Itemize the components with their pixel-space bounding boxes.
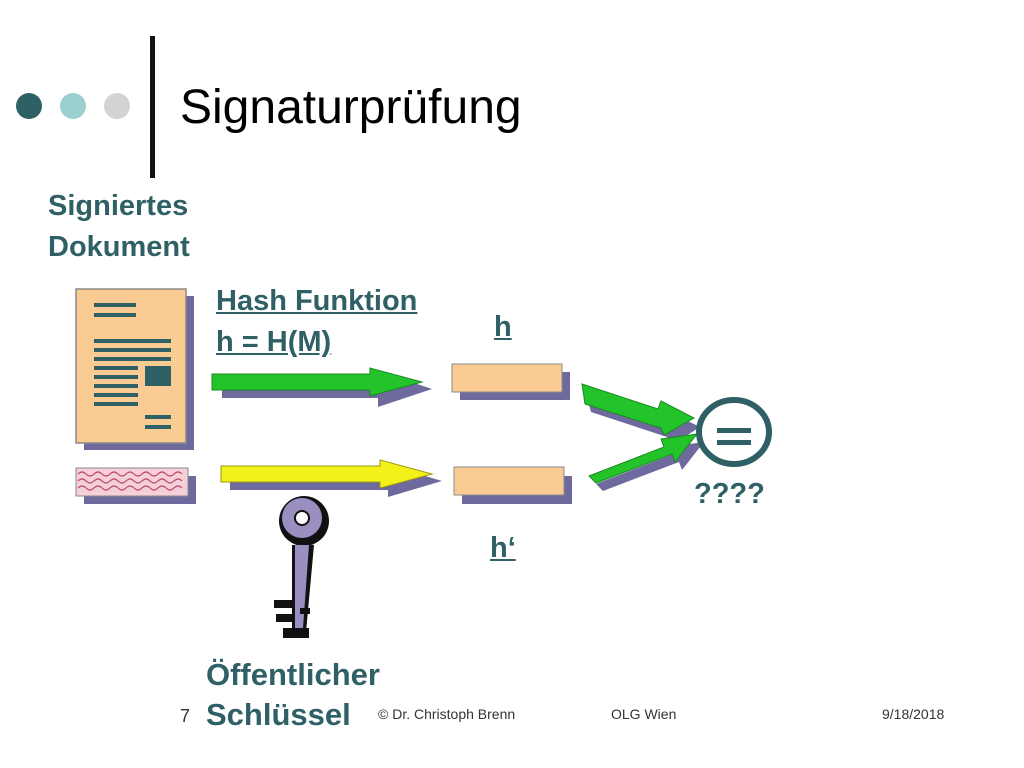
key-icon xyxy=(274,496,329,638)
page-number: 7 xyxy=(180,706,191,726)
signed-document-label: Signiertes Dokument xyxy=(48,186,190,268)
hash-function-label-line2: h = H(M) xyxy=(216,326,332,358)
public-key-label: Öffentlicher Schlüssel xyxy=(206,655,380,735)
signature-icon xyxy=(75,467,196,504)
gray-dot xyxy=(104,93,130,119)
title-divider xyxy=(150,36,155,178)
footer-organization: OLG Wien xyxy=(611,706,677,722)
compare-arrow-upper xyxy=(581,383,700,446)
light-teal-dot xyxy=(60,93,86,119)
footer-author: © Dr. Christoph Brenn xyxy=(378,706,516,722)
public-key-label-line1: Öffentlicher xyxy=(206,657,380,692)
hash-h-prime-label: h‘ xyxy=(490,532,516,564)
signed-document-label-line2: Dokument xyxy=(48,231,190,263)
hash-function-label: Hash Funktion h = H(M) xyxy=(216,281,417,363)
hash-arrow xyxy=(211,367,432,407)
hash-h-label: h xyxy=(494,311,512,343)
decrypt-arrow xyxy=(220,459,442,497)
signed-document-label-line1: Signiertes xyxy=(48,190,189,222)
compare-arrow-lower xyxy=(588,433,704,491)
hash-value-box-h xyxy=(451,363,570,400)
comparison-result-text: ???? xyxy=(694,478,765,510)
slide-title: Signaturprüfung xyxy=(180,81,522,134)
public-key-label-line2: Schlüssel xyxy=(206,697,351,732)
hash-function-label-line1: Hash Funktion xyxy=(216,285,418,317)
document-icon xyxy=(75,288,194,450)
equals-icon xyxy=(696,397,772,467)
dark-teal-dot xyxy=(16,93,42,119)
footer-date: 9/18/2018 xyxy=(882,706,945,722)
hash-value-box-h-prime xyxy=(453,466,572,504)
